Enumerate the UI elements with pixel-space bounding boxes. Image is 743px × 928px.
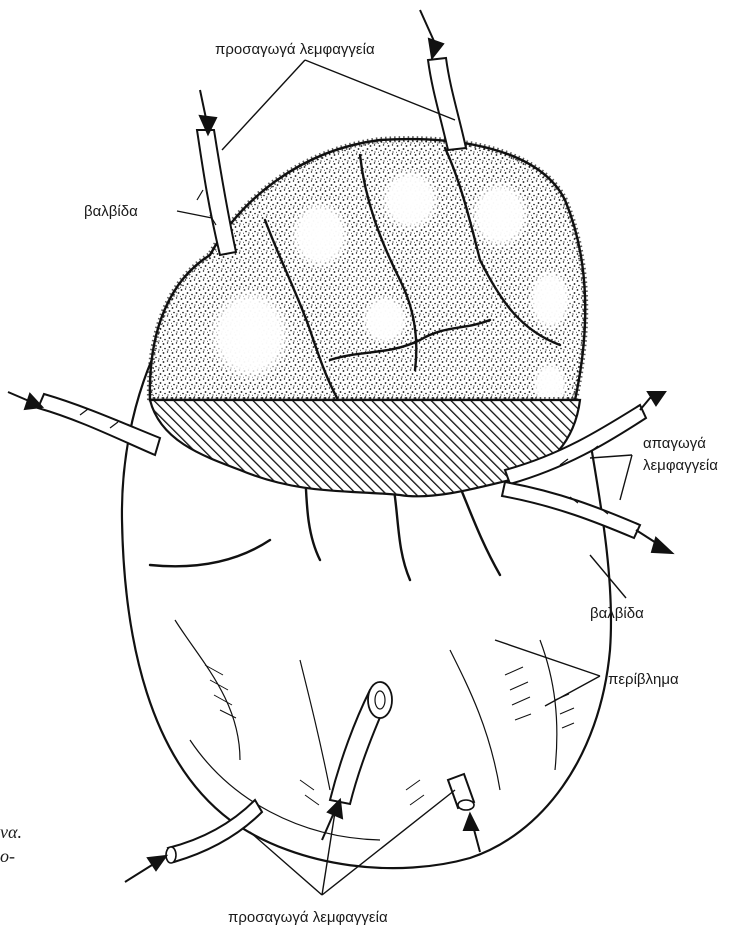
label-valve-left: βαλβίδα [84, 203, 138, 220]
afferent-vessel-top-left [197, 130, 236, 255]
follicle [470, 180, 530, 250]
follicle [528, 268, 572, 332]
arrow-icon [652, 538, 672, 553]
arrow-icon [148, 856, 166, 870]
follicle [380, 168, 440, 232]
label-efferent-line2: λεμφαγγεία [643, 457, 718, 474]
label-afferent-bottom: προσαγωγά λεμφαγγεία [228, 909, 388, 926]
label-capsule: περίβλημα [608, 671, 679, 688]
follicle [208, 287, 292, 383]
follicle [290, 200, 350, 270]
afferent-vessel-top-right [428, 58, 466, 150]
follicle [361, 294, 409, 346]
arrow-icon [25, 394, 42, 409]
label-efferent-line1: απαγωγά [643, 435, 706, 452]
afferent-vessel-left [38, 394, 160, 455]
arrow-icon [464, 814, 478, 830]
margin-fragment-1: να. [0, 822, 22, 842]
arrow-icon [429, 39, 443, 58]
margin-fragment-2: o- [0, 846, 15, 866]
label-afferent-top: προσαγωγά λεμφαγγεία [215, 41, 375, 58]
label-valve-right: βαλβίδα [590, 605, 644, 622]
afferent-vessel-bottom-middle [330, 682, 392, 804]
